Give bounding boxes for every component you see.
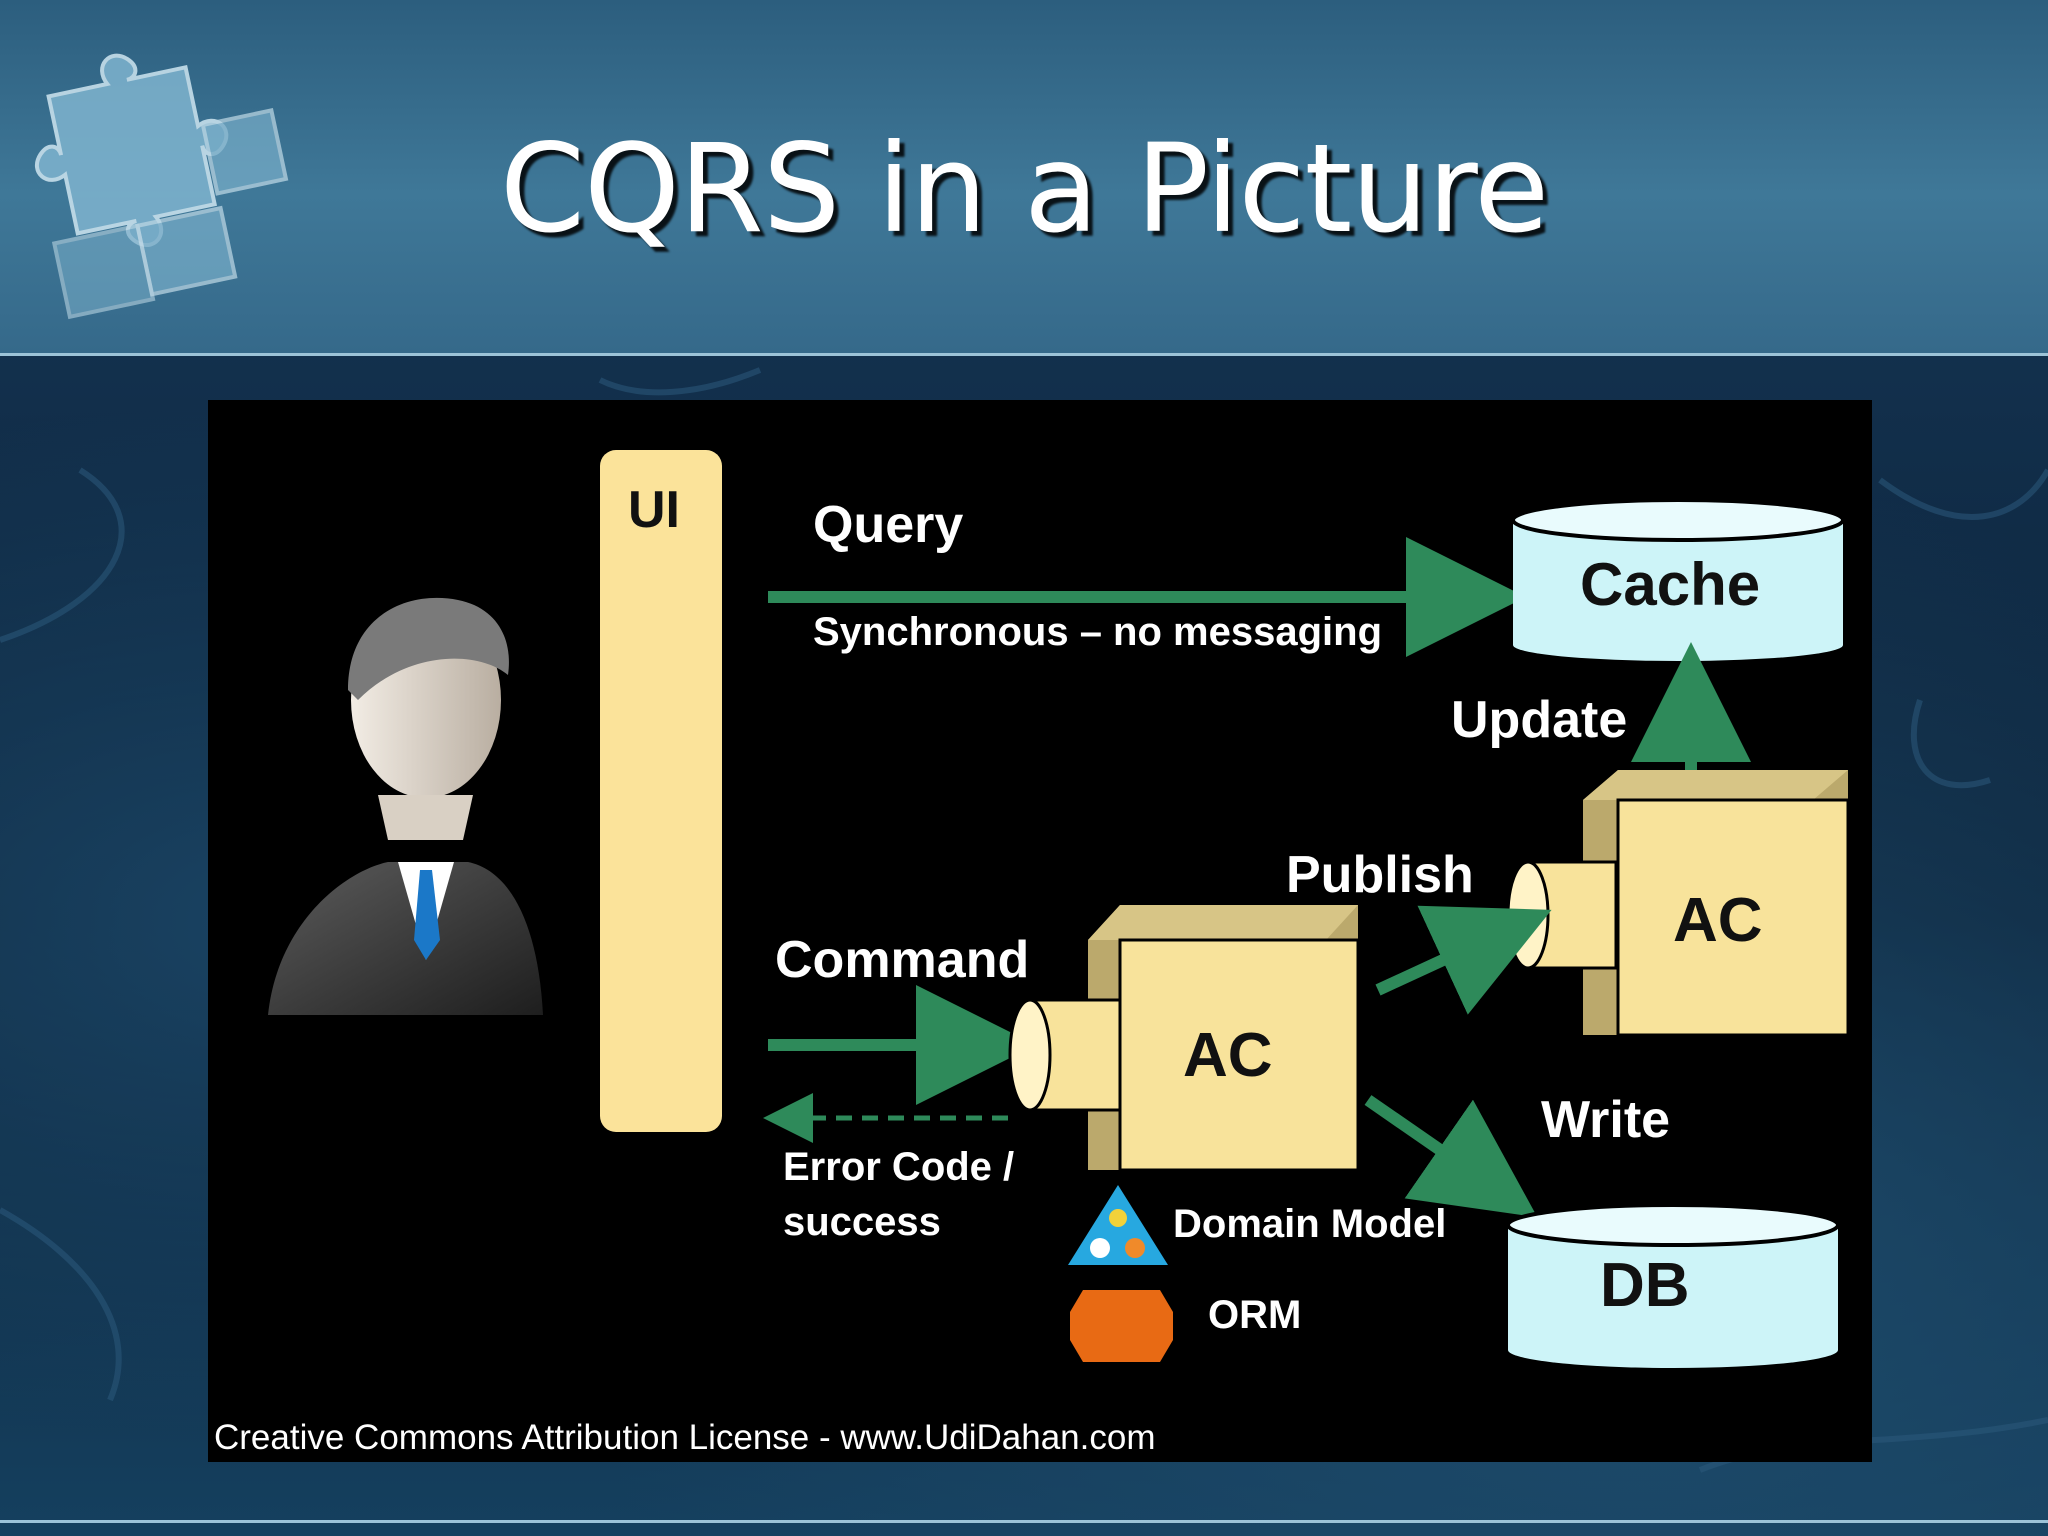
slide-title: CQRS in a Picture [499, 118, 1549, 260]
ac-right-label: AC [1673, 886, 1763, 955]
ui-label: UI [628, 481, 680, 539]
query-label: Query [813, 496, 964, 554]
db-cylinder [1506, 1203, 1840, 1368]
diagram-graphics [268, 450, 1850, 1368]
header-band [0, 0, 2048, 356]
orm-label: ORM [1208, 1293, 1302, 1337]
update-label: Update [1451, 691, 1628, 749]
license-credit: Creative Commons Attribution License - w… [214, 1418, 1156, 1457]
ac-left-label: AC [1183, 1021, 1273, 1090]
cqrs-diagram: UI Query Synchronous – no messaging Cach… [208, 400, 1872, 1462]
ac-box-left [1008, 905, 1360, 1172]
ac-box-right [1506, 770, 1850, 1037]
user-icon [268, 597, 543, 1015]
domain-model-icon [1068, 1185, 1168, 1265]
publish-arrow [1375, 905, 1552, 1015]
bottom-accent-line [0, 1520, 2048, 1523]
write-arrow [1364, 1095, 1538, 1218]
write-label: Write [1541, 1091, 1671, 1149]
ui-bar [600, 450, 722, 1132]
cache-label: Cache [1580, 551, 1761, 618]
puzzle-icon [34, 53, 289, 320]
domain-model-label: Domain Model [1173, 1202, 1447, 1246]
error-code-label: Error Code / [783, 1145, 1015, 1189]
command-label: Command [775, 931, 1030, 989]
orm-icon [1070, 1290, 1173, 1362]
query-note: Synchronous – no messaging [813, 610, 1383, 654]
db-label: DB [1600, 1251, 1690, 1320]
success-label: success [783, 1200, 941, 1244]
publish-label: Publish [1286, 846, 1474, 904]
